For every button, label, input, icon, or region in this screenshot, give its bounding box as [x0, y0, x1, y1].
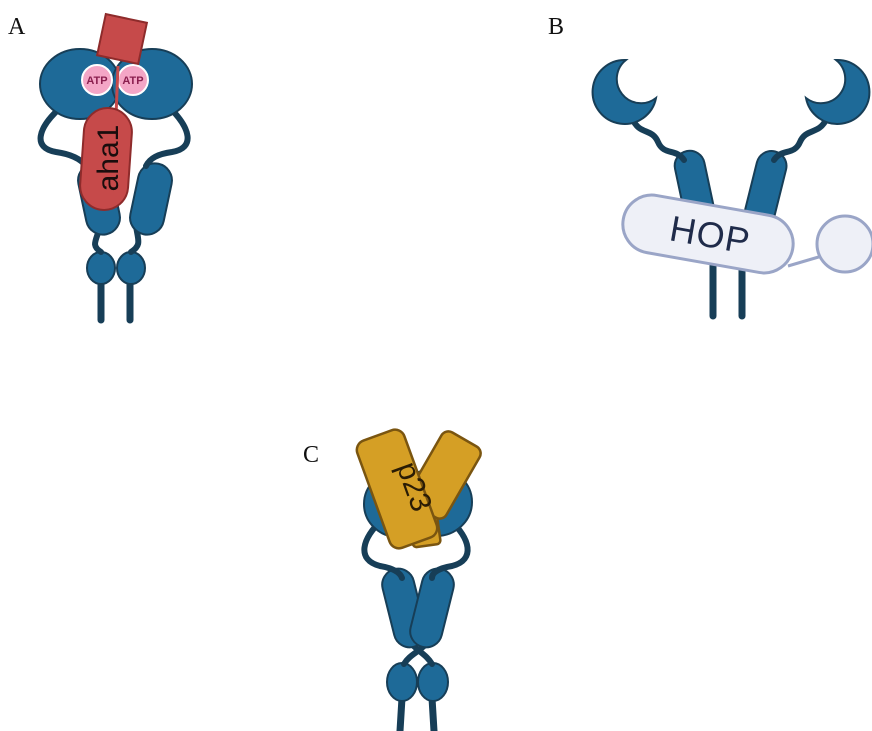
panel-b-label: B [548, 14, 564, 40]
ctd-domain-right [117, 252, 145, 284]
panel-c-label: C [303, 442, 319, 468]
ctd-domain-left [87, 252, 115, 284]
linker-left-b [633, 120, 684, 160]
atp-left-label: ATP [86, 75, 107, 87]
middle-domain-right [127, 160, 175, 237]
atp-right: ATP [118, 65, 148, 95]
panel-a-label: A [8, 14, 26, 40]
panel-b: B HOP [548, 14, 872, 316]
hop-linker [788, 256, 822, 266]
panel-a: A ATP ATP [8, 14, 192, 320]
tail-right-c [432, 698, 434, 731]
ctd-domain-left-c [387, 663, 417, 701]
hop-domain-circle [817, 216, 872, 272]
atp-left: ATP [82, 65, 112, 95]
aha1-label: aha1 [92, 125, 125, 192]
linker-right-b [774, 120, 826, 160]
ntd-crescent-left-b [593, 60, 656, 124]
ntd-crescent-right-b [806, 60, 869, 124]
ctd-domain-right-c [418, 663, 448, 701]
panel-c: C p23 [303, 427, 484, 731]
aha1-domain-square [97, 14, 147, 64]
atp-right-label: ATP [122, 75, 143, 87]
hsp90-dimer-open-b [593, 60, 870, 316]
hop-cochaperone: HOP [618, 191, 872, 278]
tail-left-c [400, 698, 402, 731]
